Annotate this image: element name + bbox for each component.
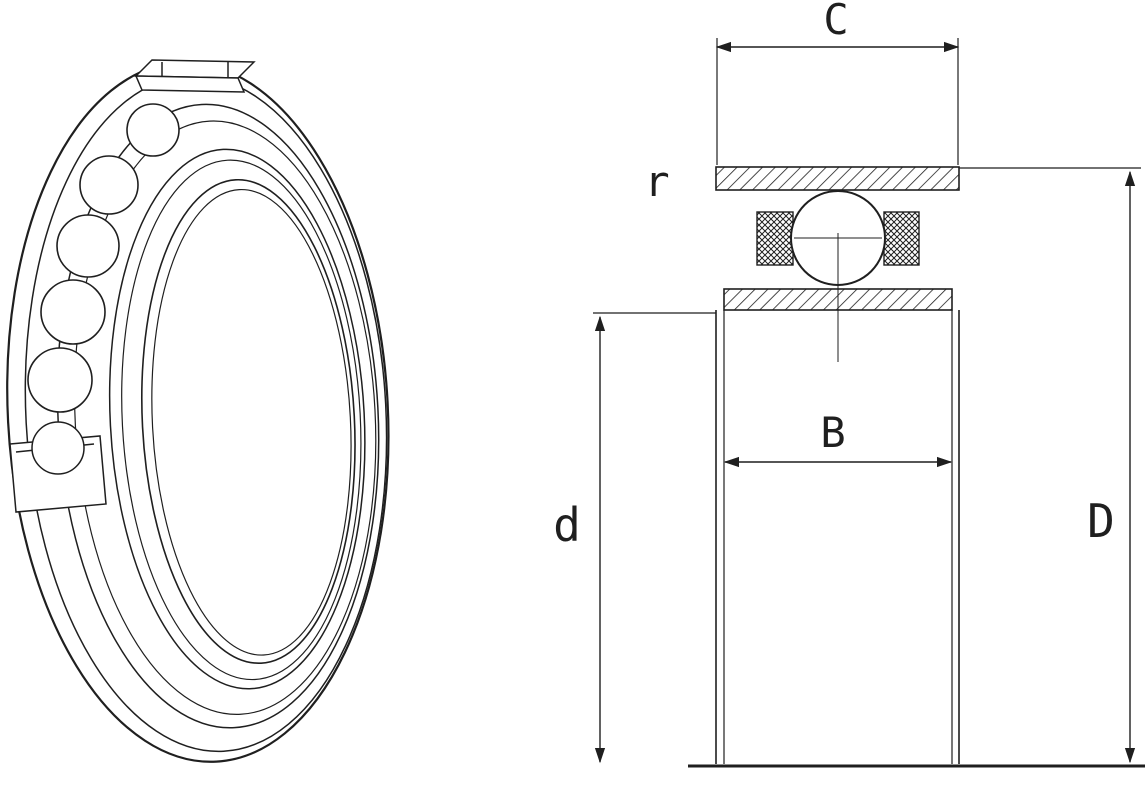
label-bore-diameter: d	[553, 498, 581, 552]
cage-tab-top-face	[134, 59, 256, 79]
ball	[79, 155, 139, 215]
ball	[31, 421, 85, 475]
cage-section-right	[883, 211, 920, 266]
bearing-perspective-view	[6, 59, 390, 763]
outer-ring-section	[715, 166, 960, 191]
label-inner-width: B	[820, 408, 845, 457]
cage-tab-front-face	[134, 75, 246, 93]
bearing-balls	[27, 103, 180, 413]
ball	[27, 347, 93, 413]
outer-ring-face-edge	[24, 75, 388, 753]
label-outer-width: C	[823, 0, 848, 44]
bore-outer-edge	[140, 178, 356, 665]
bore-inner-edge	[151, 188, 352, 656]
dimension-D	[959, 167, 1141, 764]
cage-bracket	[9, 421, 107, 513]
dimension-C	[715, 38, 960, 165]
dimension-labels: C r B d D	[553, 0, 1115, 552]
dimension-annotations: C r B d D	[553, 0, 1141, 764]
cage-section-left	[756, 211, 794, 266]
label-fillet-radius: r	[644, 157, 669, 206]
ball	[56, 214, 120, 278]
ball	[40, 279, 106, 345]
dimension-d	[593, 312, 716, 764]
label-outside-diameter: D	[1087, 494, 1115, 548]
inner-ring-face-edge	[121, 159, 362, 681]
bearing-section-view	[688, 166, 1145, 768]
inner-ring-outer-edge	[108, 148, 366, 690]
outer-raceway-inner-edge	[73, 120, 377, 715]
ball	[126, 103, 180, 157]
inner-ring-section	[723, 288, 953, 311]
cage-tab	[134, 59, 256, 93]
